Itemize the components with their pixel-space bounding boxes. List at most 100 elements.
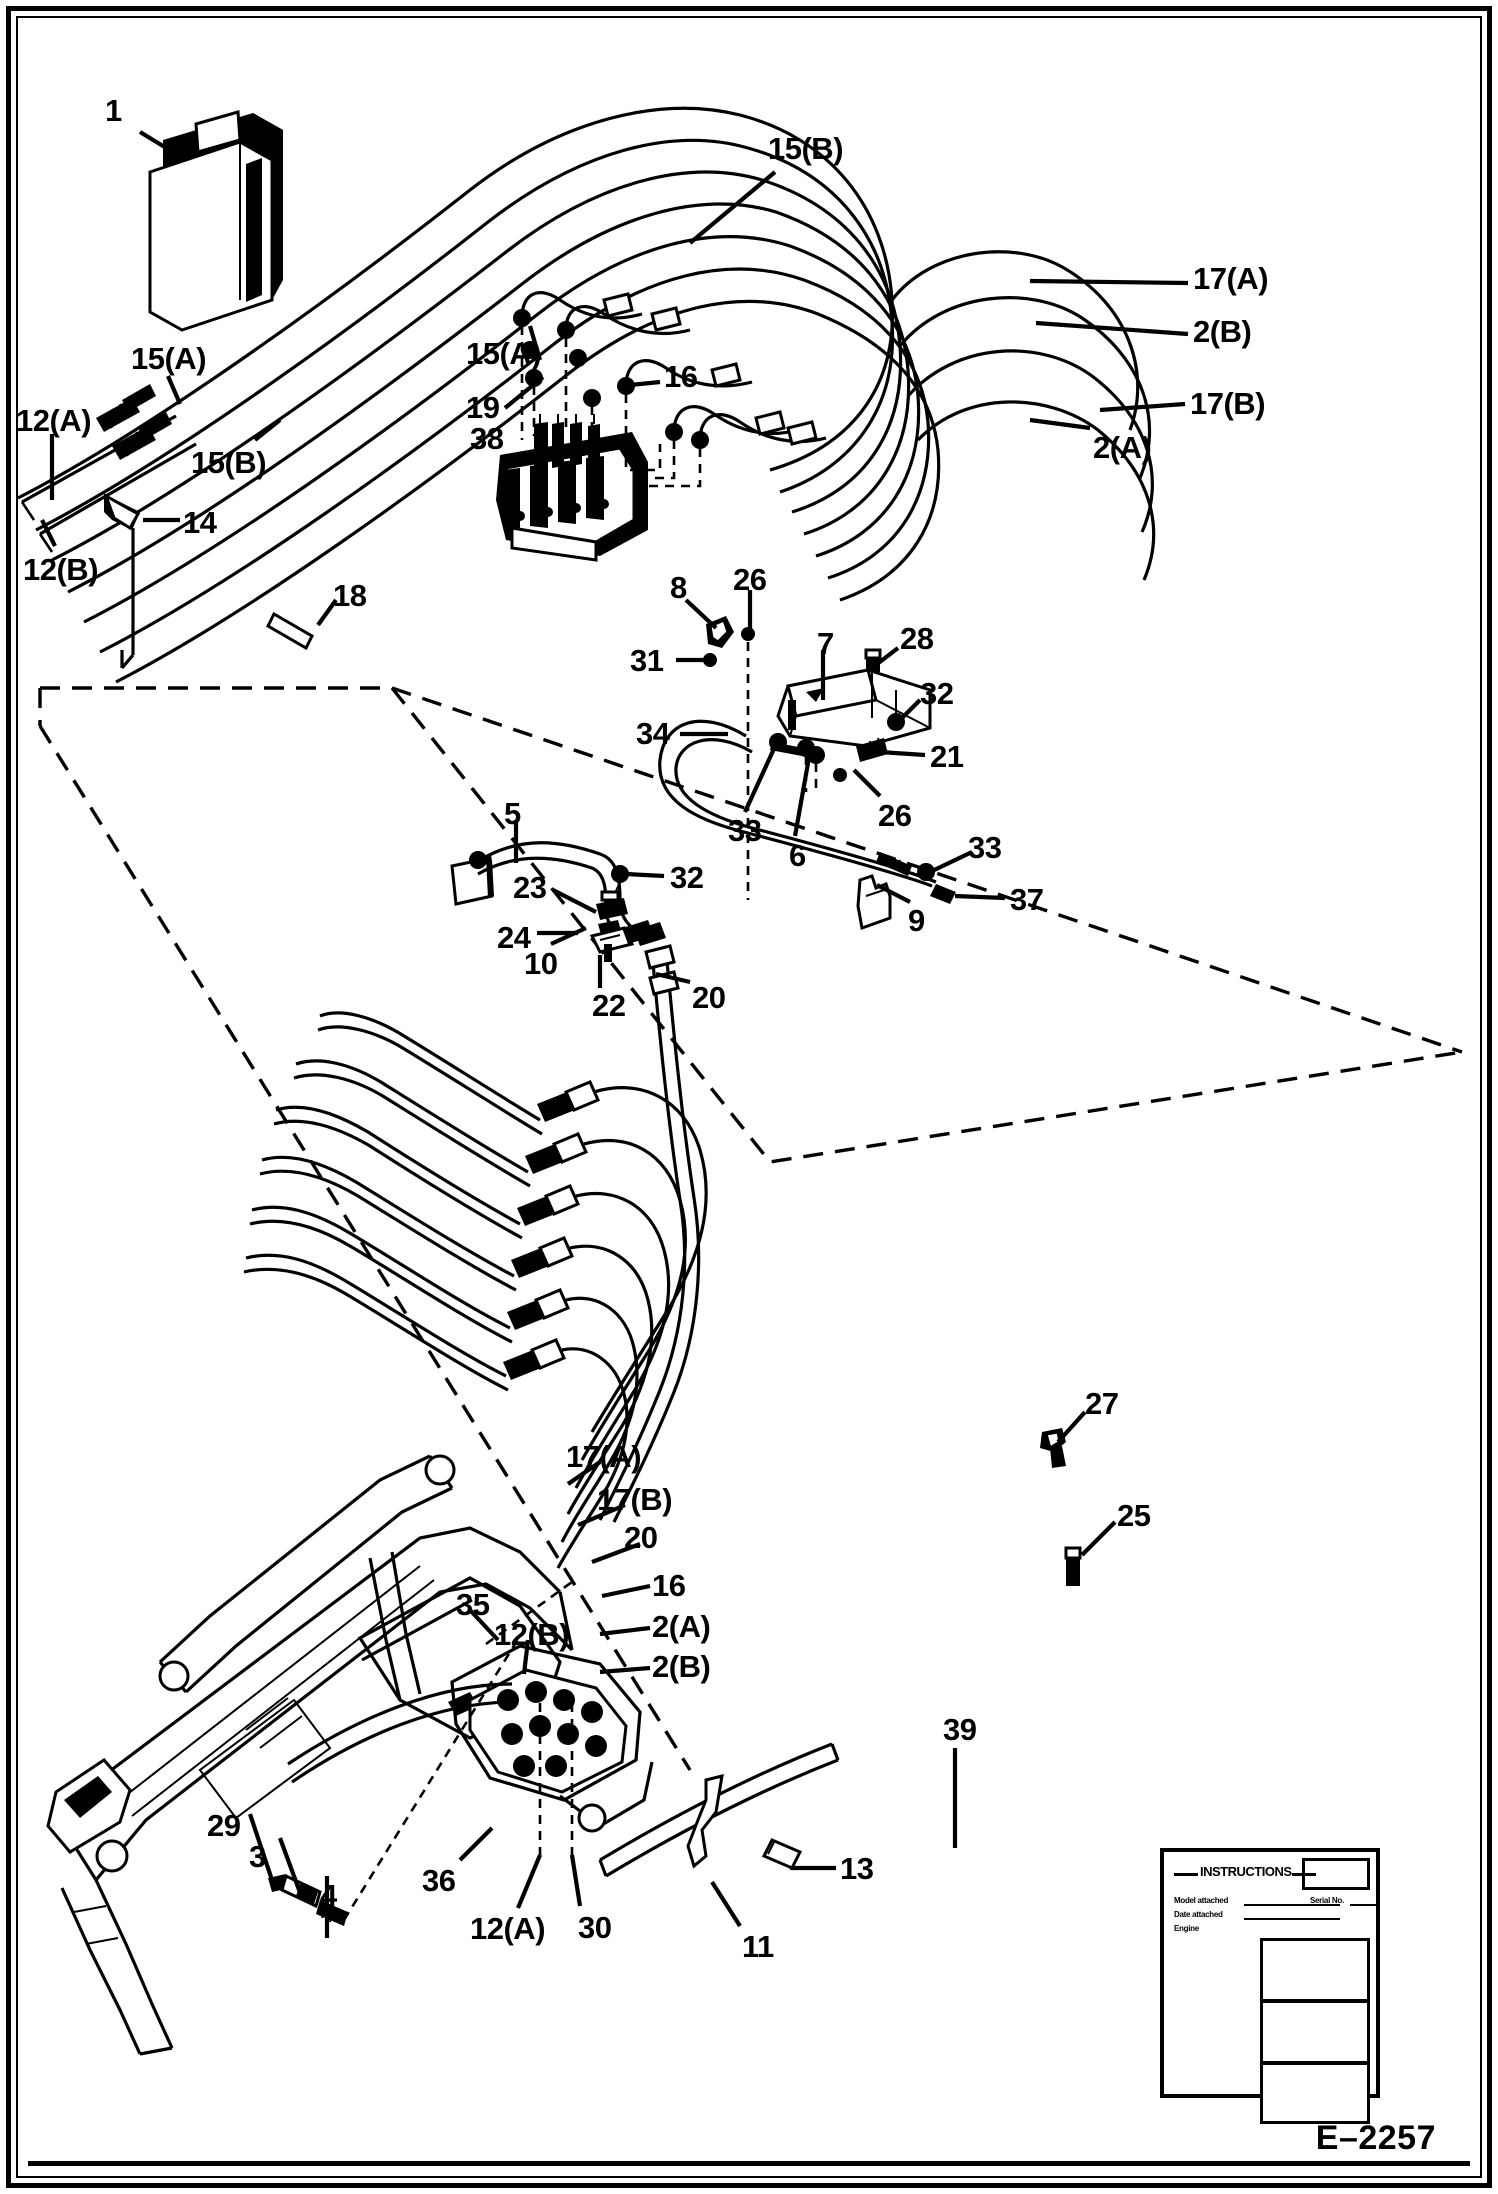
callout-label-27: 27 xyxy=(1085,1386,1119,1421)
callout-label-15b: 15(B) xyxy=(191,445,267,480)
leader-line-25 xyxy=(1080,1520,1117,1557)
leader-line-20 xyxy=(655,971,691,985)
callout-label-28: 28 xyxy=(900,621,934,656)
decal-panel-3 xyxy=(1260,2062,1370,2124)
leader-line-16 xyxy=(619,379,661,389)
leader-line-8 xyxy=(684,598,718,630)
callout-leader-lines xyxy=(40,130,1189,1938)
item-1-block xyxy=(148,110,283,332)
callout-label-18: 18 xyxy=(333,578,367,613)
callout-label-15b: 15(B) xyxy=(768,131,844,166)
callout-label-8: 8 xyxy=(670,570,687,605)
callout-label-2b: 2(B) xyxy=(1193,314,1252,349)
callout-label-31: 31 xyxy=(630,643,664,678)
callout-label-6: 6 xyxy=(789,838,806,873)
callout-label-37: 37 xyxy=(1010,882,1044,917)
leader-line-20 xyxy=(591,1542,641,1564)
callout-label-17a: 17(A) xyxy=(566,1439,642,1474)
decal-serial-label: Serial No. xyxy=(1310,1896,1344,1905)
leader-line-2b xyxy=(1035,320,1189,337)
leader-line-17a xyxy=(1029,278,1189,286)
callout-label-24: 24 xyxy=(497,920,531,955)
callout-label-11: 11 xyxy=(742,1929,774,1964)
leader-line-12b xyxy=(521,1639,531,1675)
callout-label-39: 39 xyxy=(943,1712,977,1747)
leader-line-35 xyxy=(468,1608,500,1642)
callout-label-3: 3 xyxy=(249,1839,266,1874)
callout-label-38: 38 xyxy=(470,421,504,456)
leader-line-19 xyxy=(503,375,545,410)
assembly-zone-outline xyxy=(38,686,1463,1771)
leader-line-17a xyxy=(566,1460,602,1486)
leader-line-17b xyxy=(1099,401,1186,413)
leader-line-17b xyxy=(577,1503,626,1527)
loose-parts-right xyxy=(1040,1428,1082,1586)
callout-label-12b: 12(B) xyxy=(23,552,99,587)
callout-label-30: 30 xyxy=(578,1910,612,1945)
item-13-pin xyxy=(761,1838,803,1870)
decal-panel-2 xyxy=(1260,2000,1370,2064)
decal-panel-1 xyxy=(1260,1938,1370,2002)
callout-label-17b: 17(B) xyxy=(597,1482,673,1517)
callout-label-12b: 12(B) xyxy=(494,1617,570,1652)
callout-label-22: 22 xyxy=(592,988,626,1023)
leader-line-12a xyxy=(516,1854,542,1909)
leader-line-21 xyxy=(879,749,926,758)
callout-label-15a: 15(A) xyxy=(466,336,542,371)
callout-label-23: 23 xyxy=(513,870,547,905)
leader-line-2a xyxy=(1029,417,1091,431)
leader-line-9 xyxy=(876,883,911,904)
callout-label-4: 4 xyxy=(320,1878,337,1913)
callout-label-16: 16 xyxy=(664,359,698,394)
leader-line-32 xyxy=(898,698,922,722)
page-frame-inner xyxy=(16,16,1482,2178)
leader-line-6 xyxy=(792,751,813,837)
leader-line-2b xyxy=(599,1665,651,1675)
callout-label-26: 26 xyxy=(733,562,767,597)
boom-hose-runs xyxy=(243,1011,708,1569)
callout-label-16: 16 xyxy=(652,1568,686,1603)
leader-line-33 xyxy=(929,850,973,874)
callout-label-2a: 2(A) xyxy=(1093,430,1152,465)
callout-label-25: 25 xyxy=(1117,1498,1151,1533)
leader-line-36 xyxy=(458,1826,494,1862)
leader-line-1 xyxy=(138,130,188,162)
leader-line-15b xyxy=(688,170,777,245)
decal-field-line-0 xyxy=(1244,1904,1340,1906)
decal-title: INSTRUCTIONS xyxy=(1200,1864,1292,1879)
leader-line-15a xyxy=(527,325,543,361)
callout-label-13: 13 xyxy=(840,1851,874,1886)
manifold-valve-block xyxy=(496,414,648,562)
callout-label-7: 7 xyxy=(817,626,834,661)
callout-label-29: 29 xyxy=(207,1808,241,1843)
callout-label-12a: 12(A) xyxy=(470,1911,546,1946)
leader-line-10 xyxy=(550,926,587,946)
leader-line-12b xyxy=(40,519,57,547)
leader-line-2a xyxy=(599,1625,651,1637)
instruction-decal: INSTRUCTIONS Model attached Date attache… xyxy=(1160,1848,1380,2124)
decal-field-0: Model attached xyxy=(1174,1896,1229,1905)
callout-label-33: 33 xyxy=(968,830,1002,865)
bracket-assembly xyxy=(658,616,956,931)
callout-label-33: 33 xyxy=(728,813,762,848)
callout-label-34: 34 xyxy=(636,716,670,751)
footer-rule xyxy=(28,2161,1470,2166)
callout-label-15a: 15(A) xyxy=(131,341,207,376)
callout-label-20: 20 xyxy=(692,980,726,1015)
callout-label-2a: 2(A) xyxy=(652,1609,711,1644)
item-11-rod xyxy=(686,1773,724,1869)
decal-serial-box xyxy=(1302,1858,1370,1890)
callout-label-19: 19 xyxy=(466,390,500,425)
leader-line-37 xyxy=(954,893,1006,901)
callout-label-26: 26 xyxy=(878,798,912,833)
leader-line-32 xyxy=(625,871,665,879)
leader-line-28 xyxy=(870,646,900,670)
callout-label-10: 10 xyxy=(524,946,558,981)
leader-line-27 xyxy=(1056,1410,1087,1444)
leader-line-11 xyxy=(710,1880,742,1928)
leader-line-3 xyxy=(278,1837,304,1899)
hose-bundle-main xyxy=(17,106,1156,684)
hose-left-ends xyxy=(20,384,314,670)
